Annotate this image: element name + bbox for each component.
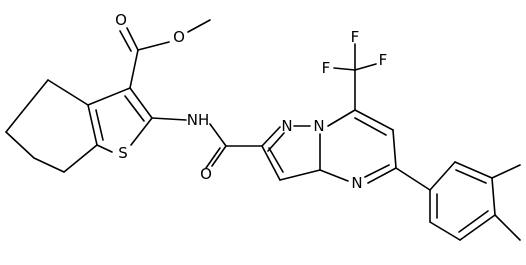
atom-label-pyrazole-n2: N	[313, 117, 324, 135]
bond	[392, 129, 397, 169]
bond	[494, 214, 521, 241]
atom-label-thiophene-s: S	[118, 144, 128, 162]
bond	[187, 19, 211, 33]
bond	[126, 27, 139, 51]
bond	[458, 210, 489, 233]
bond	[96, 144, 113, 153]
atom-label-f2: F	[322, 59, 331, 77]
bond	[429, 221, 461, 241]
bond	[354, 117, 387, 136]
bond	[354, 63, 377, 71]
dimethylphenyl-ring	[395, 161, 521, 241]
bond	[33, 157, 65, 173]
bond	[261, 145, 281, 181]
atom-label-f1: F	[351, 28, 360, 46]
bond	[129, 49, 139, 89]
bond	[205, 147, 221, 169]
bond	[429, 161, 456, 191]
bond	[21, 79, 49, 113]
bond	[119, 30, 132, 52]
bond	[267, 132, 285, 152]
bond	[268, 147, 284, 173]
atom-label-pyrimidine-n: N	[351, 174, 362, 192]
bond	[367, 167, 397, 184]
thiophene-ring	[87, 87, 153, 153]
trifluoromethyl-group	[333, 43, 377, 111]
bond	[211, 145, 227, 167]
bond	[364, 164, 390, 178]
bond	[124, 95, 145, 122]
atom-label-amide-nh: NH	[187, 111, 210, 129]
pyrazolopyrimidine-core	[261, 109, 397, 184]
amide-linker	[151, 117, 263, 169]
bond	[129, 87, 153, 119]
bond	[209, 123, 227, 147]
bond	[47, 79, 89, 106]
bond	[454, 161, 493, 179]
bond	[279, 169, 321, 181]
methyl-ester	[119, 19, 211, 89]
bond	[354, 109, 394, 131]
bond	[491, 164, 521, 179]
cycloheptane-ring	[5, 79, 98, 173]
atom-label-f3: F	[379, 51, 388, 69]
bond	[87, 87, 131, 106]
atom-label-pyrazole-n1: N	[281, 117, 292, 135]
atom-label-ester-carbonyl-o: O	[115, 11, 127, 29]
bond	[5, 131, 35, 159]
bond	[137, 41, 170, 51]
atom-label-ester-ether-o: O	[173, 28, 185, 46]
bond	[455, 169, 487, 184]
bond	[87, 104, 98, 146]
bond	[5, 111, 23, 133]
bond	[459, 214, 496, 241]
atom-labels: O O S NH O N N N F F F	[115, 11, 387, 192]
bond	[261, 126, 281, 147]
bond	[63, 144, 98, 173]
bond	[333, 67, 356, 71]
bond	[491, 177, 496, 216]
bond	[130, 117, 153, 146]
bond	[327, 109, 356, 127]
bond	[319, 169, 349, 182]
atom-label-amide-o: O	[200, 165, 212, 183]
bond	[151, 117, 187, 121]
bond	[95, 109, 104, 141]
bond	[395, 167, 431, 191]
